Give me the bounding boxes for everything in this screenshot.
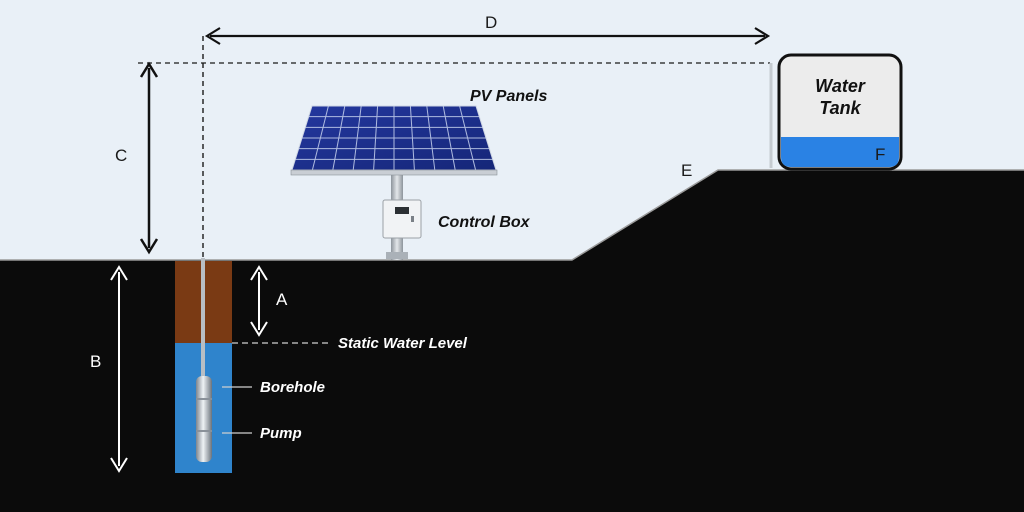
tank-water (781, 137, 899, 167)
control-box-display (395, 207, 409, 214)
dimension-a-label: A (276, 290, 288, 309)
dimension-c-arrow (139, 61, 159, 255)
ground (0, 170, 1024, 512)
dimension-b-arrow (110, 265, 128, 473)
static-water-level-label: Static Water Level (338, 335, 468, 352)
dimension-f-label: F (875, 145, 885, 164)
water-tank-label-line1: Water (815, 76, 866, 96)
pump-label: Pump (260, 425, 302, 442)
riser-pipe (201, 258, 205, 378)
pv-panel (290, 105, 498, 176)
borehole-label: Borehole (260, 379, 325, 396)
dimension-e-label: E (681, 161, 692, 180)
dimension-d-arrow (204, 27, 771, 45)
pv-panels-label: PV Panels (470, 88, 547, 105)
dimension-a-arrow (250, 265, 268, 337)
water-tank (777, 53, 903, 171)
water-tank-label-line2: Tank (819, 98, 861, 118)
dimension-d-label: D (485, 13, 497, 32)
control-box (382, 199, 422, 239)
pump-body (196, 376, 212, 462)
control-box-label: Control Box (438, 214, 531, 231)
dimension-b-label: B (90, 352, 101, 371)
dimension-c-label: C (115, 146, 127, 165)
